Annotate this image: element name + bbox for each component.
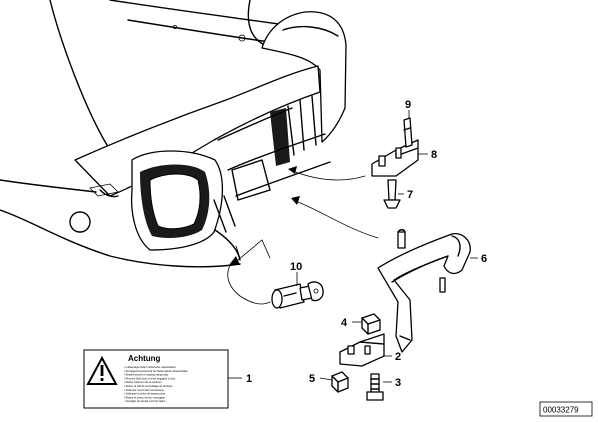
warning-label-line: • Der Eigentumsvermerk bei Nebensäulen ü… xyxy=(124,369,189,373)
callout-7: 7 xyxy=(407,189,413,201)
part-9-stud xyxy=(403,117,413,148)
callout-8: 8 xyxy=(431,149,437,161)
callout-9: 9 xyxy=(405,99,411,111)
assembly-arrows xyxy=(227,166,379,305)
reference-number: 00033279 xyxy=(543,406,579,415)
warning-label-line: • Sollevare i pezzi del meccanismo xyxy=(124,388,165,392)
warning-label-line: • Retirar el pezzo verrou maneggiar xyxy=(124,395,165,399)
callout-5: 5 xyxy=(309,373,315,385)
part-7-screw xyxy=(383,179,401,209)
leader-lines xyxy=(228,110,478,383)
warning-label-line: • Retirer l'élément de ce tambour xyxy=(124,380,162,384)
warning-label-line: • Lokkenlager lieber sicherheits- diesch… xyxy=(124,365,177,369)
vehicle-rear-body xyxy=(0,0,347,268)
warning-label-line: • Verwijder de sleutel voor het rijden xyxy=(124,399,166,403)
warning-label: Achtung • Lokkenlager lieber sicherheits… xyxy=(83,349,229,409)
part-4-clip xyxy=(361,313,381,335)
callouts: 1 2 3 4 5 6 7 8 9 10 xyxy=(246,99,487,389)
callout-10: 10 xyxy=(290,261,302,273)
callout-3: 3 xyxy=(395,377,401,389)
warning-label-line: • Remove flush lock or lever engaged in … xyxy=(124,376,176,380)
warning-label-line: • Beware puzzle or loading rating body xyxy=(124,373,169,377)
part-5-nut xyxy=(331,371,349,393)
callout-6: 6 xyxy=(481,253,487,265)
warning-label-text: • Lokkenlager lieber sicherheits- diesch… xyxy=(124,365,189,403)
part-3-bolt xyxy=(366,373,384,401)
part-6-handle xyxy=(377,229,471,353)
callout-2: 2 xyxy=(395,351,401,363)
callout-1: 1 xyxy=(246,373,252,385)
warning-label-line: • Sollicitare la clave de tarjeta prima xyxy=(124,392,166,396)
part-2-lock-bracket xyxy=(339,333,385,367)
callout-4: 4 xyxy=(341,317,348,329)
warning-label-title: Achtung xyxy=(128,354,161,363)
reference-number-box: 00033279 xyxy=(539,401,593,417)
warning-label-line: • Retirer la clef de verrouillage de tam… xyxy=(124,384,173,388)
part-10-lock-cylinder xyxy=(271,281,324,309)
